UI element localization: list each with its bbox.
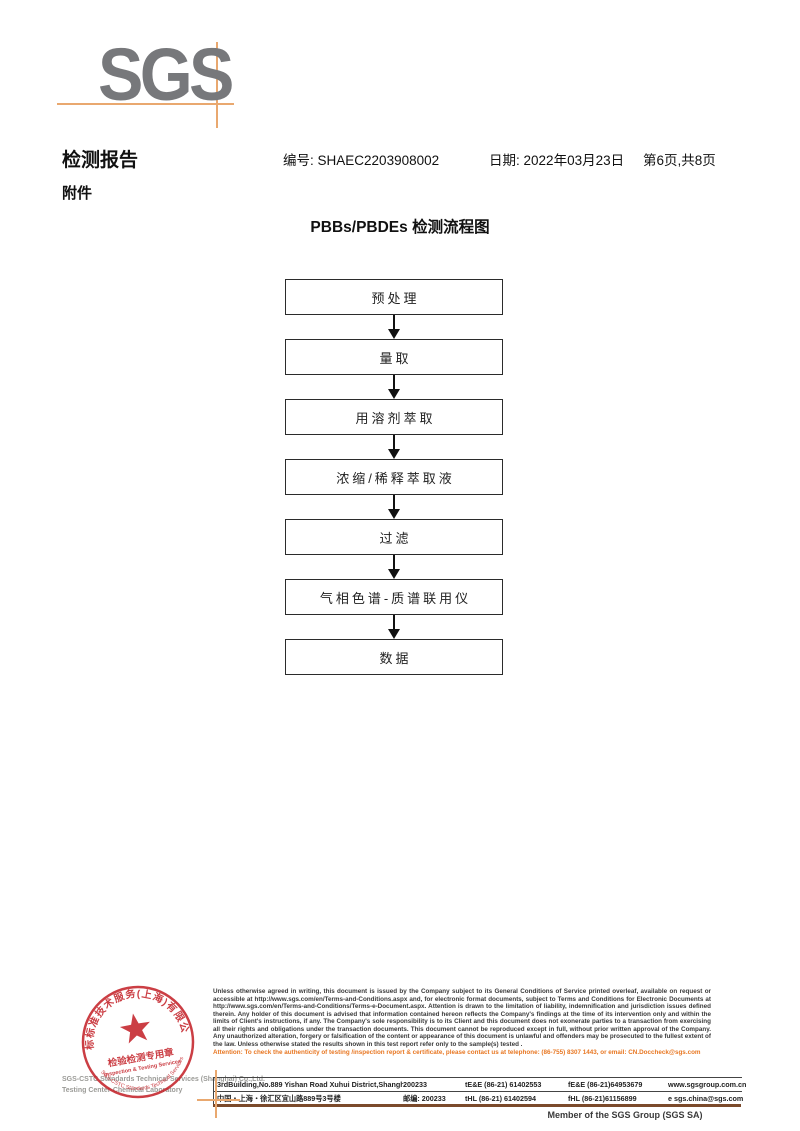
arrow-down-icon (387, 495, 401, 519)
stamp-circle (81, 985, 195, 1099)
footer-divider-line (213, 1104, 741, 1107)
flow-step-concentrate-dilute: 浓缩/稀释萃取液 (285, 459, 503, 495)
flow-step-gcms: 气相色谱-质谱联用仪 (285, 579, 503, 615)
inspection-stamp: 通标标准技术服务(上海)有限公司 SGS-CSTC Standards Tech… (68, 972, 195, 1099)
star-icon (119, 1013, 150, 1044)
address-en: 3rdBuilding,No.889 Yishan Road Xuhui Dis… (217, 1080, 403, 1089)
report-number: 编号: SHAEC2203908002 (283, 149, 439, 169)
phone-cn: tHL (86-21) 61402594 (465, 1094, 536, 1103)
address-row-en: 3rdBuilding,No.889 Yishan Road Xuhui Dis… (214, 1078, 747, 1092)
flow-step-data: 数据 (285, 639, 503, 675)
legal-text-block: Unless otherwise agreed in writing, this… (213, 988, 711, 1057)
lab-department: Testing Center-Chemical Laboratory (62, 1087, 183, 1094)
flowchart: 预处理 量取 用溶剂萃取 浓缩/稀释萃取液 过滤 气相色谱-质谱联用仪 数据 (285, 279, 503, 675)
email-link: e sgs.china@sgs.com (668, 1094, 744, 1103)
fax-cn: fHL (86-21)61156899 (568, 1094, 637, 1103)
address-cn: 中国・上海・徐汇区宜山路889号3号楼 (217, 1093, 341, 1103)
fax-en: fE&E (86-21)64953679 (568, 1080, 643, 1089)
report-date-value: 2022年03月23日 (523, 153, 625, 168)
address-row-cn: 中国・上海・徐汇区宜山路889号3号楼 邮编: 200233 tHL (86-2… (214, 1092, 744, 1105)
flow-step-filter: 过滤 (285, 519, 503, 555)
report-date-label: 日期: (489, 153, 520, 168)
logo-crosshair-vertical-line (216, 42, 218, 128)
arrow-down-icon (387, 375, 401, 399)
arrow-down-icon (387, 435, 401, 459)
postcode-en: 200233 (403, 1080, 427, 1089)
footer-crosshair-horizontal-line (197, 1099, 240, 1101)
report-number-label: 编号: (283, 153, 314, 168)
report-number-value: SHAEC2203908002 (317, 153, 440, 168)
flow-step-solvent-extraction: 用溶剂萃取 (285, 399, 503, 435)
phone-en: tE&E (86-21) 61402553 (465, 1080, 542, 1089)
page-title: 检测报告 (62, 150, 139, 171)
postcode-cn: 邮编: 200233 (403, 1093, 446, 1103)
attachment-label: 附件 (62, 185, 93, 202)
arrow-down-icon (387, 615, 401, 639)
attention-text: Attention: To check the authenticity of … (213, 1049, 701, 1056)
lab-company-name: SGS-CSTC Standards Technical Services (S… (62, 1076, 265, 1083)
flow-step-measure: 量取 (285, 339, 503, 375)
member-line: Member of the SGS Group (SGS SA) (547, 1110, 703, 1120)
lab-company-lines: SGS-CSTC Standards Technical Services (S… (62, 1074, 265, 1096)
address-table: 3rdBuilding,No.889 Yishan Road Xuhui Dis… (213, 1077, 747, 1105)
flow-step-pretreatment: 预处理 (285, 279, 503, 315)
svg-text:通标标准技术服务(上海)有限公司: 通标标准技术服务(上海)有限公司 (68, 972, 192, 1056)
arrow-down-icon (387, 555, 401, 579)
footer-crosshair-vertical-line (215, 1070, 217, 1118)
stamp-company-arc: 通标标准技术服务(上海)有限公司 (68, 972, 192, 1056)
arrow-down-icon (387, 315, 401, 339)
logo-crosshair-horizontal-line (57, 103, 234, 105)
page-indicator: 第6页,共8页 (643, 153, 716, 168)
flowchart-title: PBBs/PBDEs 检测流程图 (310, 219, 490, 236)
sgs-logo: SGS (98, 33, 234, 116)
report-date: 日期: 2022年03月23日 (489, 149, 624, 169)
disclaimer-text: Unless otherwise agreed in writing, this… (213, 988, 711, 1048)
website-link: www.sgsgroup.com.cn (668, 1080, 747, 1089)
